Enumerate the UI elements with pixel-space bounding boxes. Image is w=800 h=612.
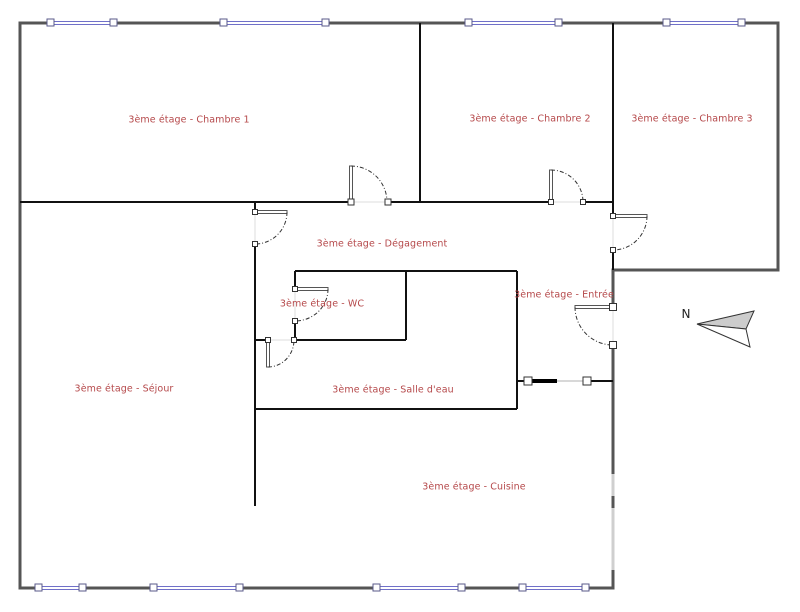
door-sejour — [252, 209, 288, 247]
door-chambre2 — [548, 169, 586, 205]
doors — [252, 165, 648, 368]
door-entree — [574, 303, 617, 349]
room-label-sejour: 3ème étage - Séjour — [74, 383, 174, 395]
door-chambre1 — [347, 165, 392, 206]
room-label-degagement: 3ème étage - Dégagement — [316, 238, 448, 250]
room-label-entree: 3ème étage - Entrée — [514, 289, 614, 301]
room-label-chambre2: 3ème étage - Chambre 2 — [469, 113, 591, 125]
door-wc — [292, 286, 329, 324]
windows — [34, 18, 746, 592]
room-label-chambre1: 3ème étage - Chambre 1 — [128, 114, 250, 126]
room-label-cuisine: 3ème étage - Cuisine — [422, 481, 526, 493]
inner-walls — [20, 23, 614, 506]
room-label-wc: 3ème étage - WC — [279, 298, 365, 310]
compass-north-label: N — [681, 307, 691, 321]
north-arrow-icon — [696, 310, 755, 348]
room-label-chambre3: 3ème étage - Chambre 3 — [631, 113, 753, 125]
door-salle-deau — [265, 337, 297, 368]
outer-walls — [18, 21, 780, 590]
sliding-door — [523, 376, 592, 386]
room-label-salle-deau: 3ème étage - Salle d'eau — [332, 384, 454, 396]
door-chambre3 — [610, 213, 648, 253]
